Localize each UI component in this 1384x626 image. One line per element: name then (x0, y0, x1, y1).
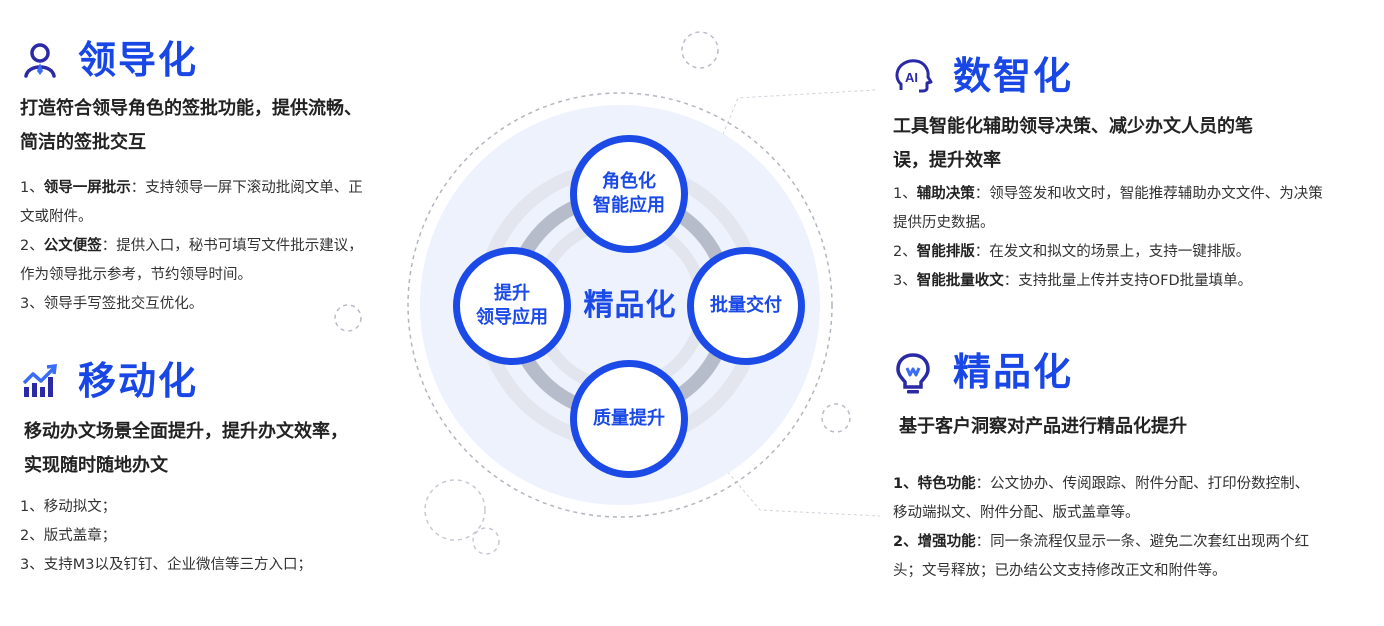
list-item: 3、智能批量收文：支持批量上传并支持OFD批量填单。 (893, 273, 1253, 289)
person-icon (20, 40, 60, 80)
section-header: 移动化 (20, 361, 410, 401)
node-top: 角色化 智能应用 (570, 135, 688, 253)
list-item: 1、辅助决策：领导签发和收文时，智能推荐辅助办文文件、为决策 (893, 186, 1323, 202)
section-title: 移动化 (78, 359, 199, 403)
list-item: 2、公文便签：提供入口，秘书可填写文件批示建议， (20, 238, 363, 254)
section-title: 精品化 (953, 350, 1074, 394)
node-bottom: 质量提升 (570, 360, 688, 478)
section-subtitle: 简洁的签批交互 (20, 132, 146, 153)
section-header: 领导化 (20, 40, 410, 80)
lightbulb-icon (893, 352, 933, 394)
section-mobile: 移动化 移动办文场景全面提升，提升办文效率， 实现随时随地办文 1、移动拟文； … (20, 361, 410, 580)
section-title: 领导化 (78, 38, 199, 82)
ai-head-icon: AI (893, 56, 933, 96)
section-subtitle: 误，提升效率 (893, 150, 1001, 171)
list-item: 3、支持M3以及钉钉、企业微信等三方入口； (20, 557, 312, 573)
section-quality: 精品化 基于客户洞察对产品进行精品化提升 1、特色功能：公文协办、传阅跟踪、附件… (893, 352, 1373, 586)
section-subtitle: 基于客户洞察对产品进行精品化提升 (899, 416, 1187, 437)
list-item: 1、特色功能：公文协办、传阅跟踪、附件分配、打印份数控制、 (893, 476, 1310, 492)
node-right: 批量交付 (687, 247, 805, 365)
list-item: 2、版式盖章； (20, 528, 117, 544)
list-item: 头；文号释放；已办结公文支持修改正文和附件等。 (893, 563, 1227, 579)
outer-dashed-ring (407, 92, 833, 518)
list-item: 提供历史数据。 (893, 215, 995, 231)
section-smart: AI 数智化 工具智能化辅助领导决策、减少办文人员的笔 误，提升效率 1、辅助决… (893, 56, 1373, 296)
section-subtitle: 移动办文场景全面提升，提升办文效率， (24, 421, 348, 442)
section-header: 精品化 (893, 350, 1373, 394)
list-item: 移动端拟文、附件分配、版式盖章等。 (893, 505, 1140, 521)
section-subtitle: 实现随时随地办文 (24, 455, 168, 476)
section-subtitle: 打造符合领导角色的签批功能，提供流畅、 (20, 98, 362, 119)
deco-circle (681, 31, 719, 69)
list-item: 1、领导一屏批示：支持领导一屏下滚动批阅文单、正 (20, 180, 363, 196)
deco-circle (821, 403, 851, 433)
section-leader: 领导化 打造符合领导角色的签批功能，提供流畅、 简洁的签批交互 1、领导一屏批示… (20, 40, 410, 319)
list-item: 2、智能排版：在发文和拟文的场景上，支持一键排版。 (893, 244, 1251, 260)
section-subtitle: 工具智能化辅助领导决策、减少办文人员的笔 (893, 116, 1253, 137)
list-item: 2、增强功能：同一条流程仅显示一条、避免二次套红出现两个红 (893, 534, 1310, 550)
trend-chart-icon (20, 361, 60, 401)
center-label: 精品化 (583, 288, 677, 323)
list-item: 作为领导批示参考，节约领导时间。 (20, 267, 252, 283)
center-diagram: 精品化 角色化 智能应用 提升 领导应用 批量交付 质量提升 (400, 80, 840, 530)
svg-text:AI: AI (905, 70, 918, 85)
deco-circle (424, 479, 486, 541)
list-item: 1、移动拟文； (20, 499, 117, 515)
deco-line (715, 457, 881, 517)
deco-circle (334, 304, 362, 332)
deco-circle (472, 527, 500, 555)
node-left: 提升 领导应用 (453, 247, 571, 365)
section-header: AI 数智化 (893, 56, 1373, 96)
list-item: 3、领导手写签批交互优化。 (20, 296, 204, 312)
list-item: 文或附件。 (20, 209, 93, 225)
section-title: 数智化 (953, 54, 1074, 98)
